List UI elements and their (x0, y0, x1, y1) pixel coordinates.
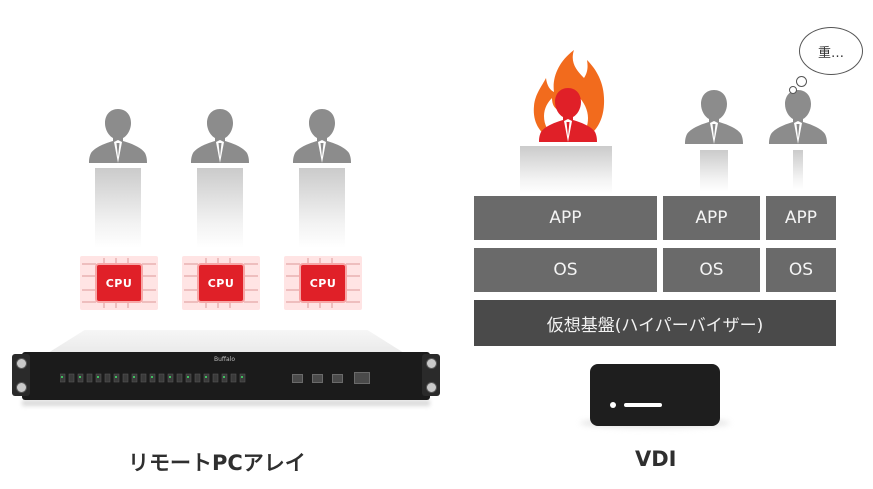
server-shadow (22, 400, 430, 406)
cpu-chip: CPU (80, 256, 158, 310)
circuit-traces-icon (82, 258, 156, 308)
user-icon (769, 90, 827, 144)
power-led-icon (610, 402, 616, 408)
user-icon (293, 109, 351, 163)
caption-remote-pc-array: リモートPCアレイ (128, 451, 306, 475)
screw-icon (426, 382, 437, 393)
cpu-label: CPU (199, 265, 243, 301)
port-icon (354, 372, 370, 384)
user-icon (89, 109, 147, 163)
screw-icon (16, 358, 27, 369)
port-icon (292, 374, 303, 383)
drive-slot-icon (624, 403, 662, 407)
app-cell: APP (663, 196, 760, 240)
connection-beam (520, 146, 612, 194)
user-icon (191, 109, 249, 163)
port-icon (332, 374, 343, 383)
circuit-traces-icon (184, 258, 258, 308)
os-cell: OS (474, 248, 657, 292)
os-cell: OS (766, 248, 836, 292)
drive-bays-icon (60, 373, 246, 383)
cpu-label: CPU (301, 265, 345, 301)
port-icon (312, 374, 323, 383)
cpu-chip: CPU (284, 256, 362, 310)
circuit-traces-icon (286, 258, 360, 308)
app-cell: APP (474, 196, 657, 240)
connection-beam (299, 168, 345, 248)
user-icon (685, 90, 743, 144)
connection-beam (700, 150, 728, 192)
server-box (590, 364, 720, 426)
connection-beam (197, 168, 243, 248)
thought-bubble: 重… (799, 27, 863, 75)
overloaded-user-flame-icon (533, 50, 605, 142)
connection-beam (793, 150, 803, 190)
cpu-label: CPU (97, 265, 141, 301)
screw-icon (426, 358, 437, 369)
screw-icon (16, 382, 27, 393)
server-brand: Buffalo (214, 356, 236, 363)
thought-bubble-dot (789, 86, 797, 94)
connection-beam (95, 168, 141, 248)
hypervisor-layer: 仮想基盤(ハイパーバイザー) (474, 300, 836, 346)
os-cell: OS (663, 248, 760, 292)
cpu-chip: CPU (182, 256, 260, 310)
app-cell: APP (766, 196, 836, 240)
thought-bubble-dot (796, 76, 807, 87)
caption-vdi: VDI (635, 447, 677, 471)
